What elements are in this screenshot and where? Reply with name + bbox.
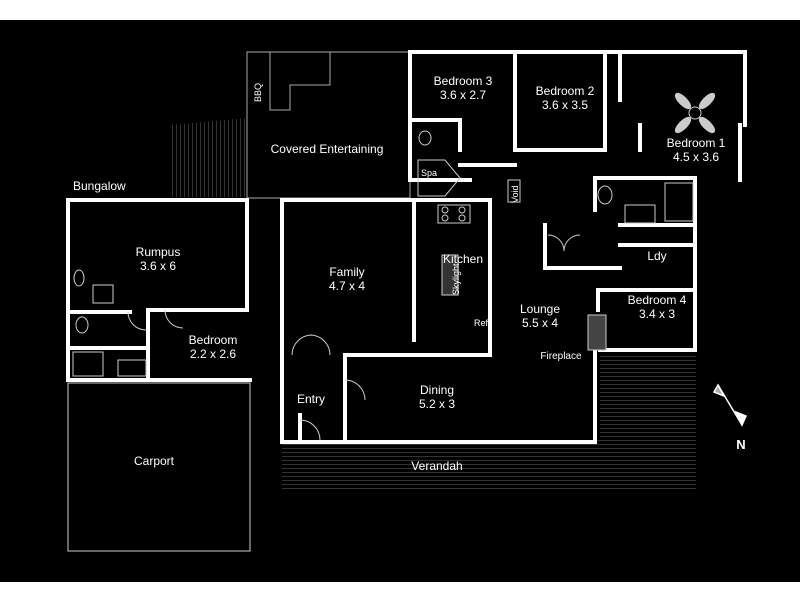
label-bbq: BBQ bbox=[253, 82, 263, 102]
ceiling-fan bbox=[688, 106, 702, 120]
room-name-lounge: Lounge bbox=[519, 302, 561, 316]
label-skylight: Skylight bbox=[451, 263, 461, 295]
toilet-3 bbox=[597, 185, 613, 205]
room-dims-rumpus: 3.6 x 6 bbox=[139, 259, 177, 273]
shower bbox=[72, 351, 104, 377]
room-dims-bedroom4: 3.4 x 3 bbox=[638, 307, 676, 321]
lounge-door-arc-2 bbox=[563, 234, 581, 252]
entry-door-arc bbox=[299, 419, 321, 441]
room-name-verandah: Verandah bbox=[411, 459, 463, 473]
burner-4 bbox=[458, 214, 466, 222]
plan-title: Bungalow bbox=[73, 179, 126, 193]
lounge-door-arc-1 bbox=[547, 234, 565, 252]
bbq-bench bbox=[269, 51, 331, 111]
fireplace-box bbox=[587, 314, 607, 351]
label-fireplace: Fireplace bbox=[540, 351, 582, 362]
room-name-family: Family bbox=[329, 265, 365, 279]
room-name-bedroom1: Bedroom 1 bbox=[666, 136, 726, 150]
rumpus-cooktop bbox=[92, 284, 114, 304]
ensuite-vanity bbox=[624, 204, 656, 224]
north-arrow bbox=[712, 383, 748, 427]
fixtures bbox=[72, 92, 716, 441]
lounge-deck bbox=[600, 355, 696, 440]
fan-blade-3 bbox=[674, 116, 692, 134]
rumpus-door-arc bbox=[127, 311, 147, 331]
kitchen-island bbox=[441, 254, 459, 296]
walls bbox=[66, 50, 747, 444]
fan-blade-1 bbox=[674, 92, 692, 110]
room-name-bedroom: Bedroom bbox=[188, 333, 238, 347]
room-name-ldy: Ldy bbox=[647, 249, 667, 263]
fan-blade-4 bbox=[698, 116, 716, 134]
family-door-arc-2 bbox=[309, 334, 331, 356]
room-name-dining: Dining bbox=[419, 383, 455, 397]
carport-outline bbox=[67, 382, 251, 552]
void-box bbox=[507, 179, 521, 203]
deck-area-left bbox=[170, 118, 247, 197]
room-dims-dining: 5.2 x 3 bbox=[418, 397, 456, 411]
floor-plan: Bungalow Bedroom 3 3.6 x 2.7 Bedroom 2 3… bbox=[0, 20, 800, 582]
room-name-bedroom2: Bedroom 2 bbox=[535, 84, 595, 98]
room-dims-bedroom1: 4.5 x 3.6 bbox=[672, 150, 720, 164]
verandah-area bbox=[282, 440, 696, 492]
cooktop bbox=[437, 204, 471, 224]
room-dims-bedroom: 2.2 x 2.6 bbox=[189, 347, 237, 361]
toilet-1 bbox=[75, 316, 89, 334]
bedroom-door-arc bbox=[164, 309, 184, 329]
label-void: Void bbox=[510, 185, 520, 203]
entertaining-outline bbox=[246, 51, 411, 199]
burner-2 bbox=[458, 206, 466, 214]
burner-1 bbox=[441, 206, 449, 214]
room-dims-lounge: 5.5 x 4 bbox=[521, 316, 559, 330]
fan-blade-2 bbox=[698, 92, 716, 110]
room-name-carport: Carport bbox=[133, 454, 175, 468]
room-name-bedroom4: Bedroom 4 bbox=[627, 293, 687, 307]
room-name-rumpus: Rumpus bbox=[135, 245, 181, 259]
room-name-kitchen: Kitchen bbox=[442, 252, 484, 266]
room-dims-family: 4.7 x 4 bbox=[328, 279, 366, 293]
vanity bbox=[117, 359, 147, 377]
room-dims-bedroom3: 3.6 x 2.7 bbox=[439, 88, 487, 102]
room-name-bedroom3: Bedroom 3 bbox=[433, 74, 493, 88]
ensuite-shower bbox=[664, 182, 694, 222]
room-name-covered-entertaining: Covered Entertaining bbox=[270, 142, 384, 156]
rumpus-sink bbox=[73, 269, 85, 287]
burner-3 bbox=[441, 214, 449, 222]
dining-door-arc bbox=[344, 379, 366, 401]
family-door-arc-1 bbox=[291, 334, 313, 356]
spa-tub bbox=[417, 159, 461, 197]
compass-north-label: N bbox=[736, 437, 746, 452]
room-name-entry: Entry bbox=[296, 392, 326, 406]
room-dims-bedroom2: 3.6 x 3.5 bbox=[541, 98, 589, 112]
label-ref: Ref bbox=[473, 318, 489, 328]
label-spa: Spa bbox=[420, 168, 438, 178]
toilet-2 bbox=[418, 130, 432, 146]
floor-plan-drawing bbox=[66, 50, 748, 552]
